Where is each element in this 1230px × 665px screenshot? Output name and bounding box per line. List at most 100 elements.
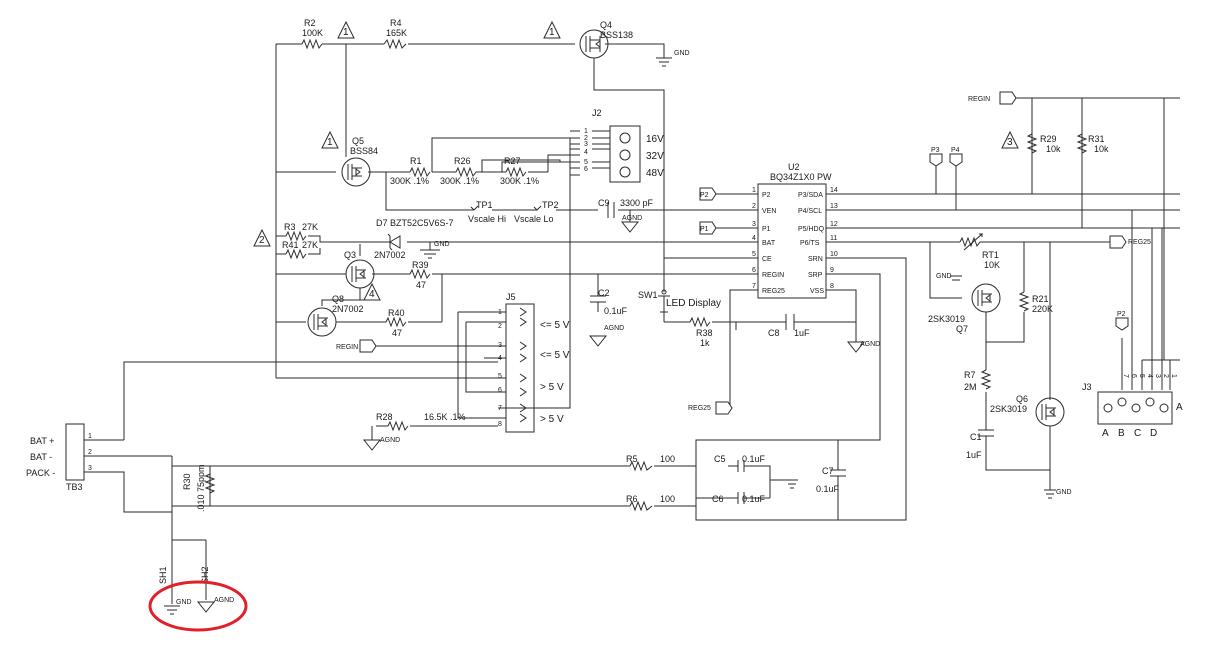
ground-symbols [164,57,1056,615]
sw1-value: LED Display [666,298,721,309]
agnd-c2: AGND [604,325,624,332]
p2-flag-j3: P2 [1117,311,1126,318]
tp2-label: Vscale Lo [514,214,554,224]
u2-pin-5-num: 5 [752,251,756,258]
r29-value: 10k [1046,144,1061,154]
c8-value: 1uF [794,328,810,338]
j5-pin-2: 2 [498,323,502,330]
u2-pin-6-name: REGIN [762,272,784,279]
j5-pin-1: 1 [498,309,502,316]
connector-symbols [65,91,1173,481]
q5-value: BSS84 [350,146,378,156]
j5-label-3: > 5 V [540,382,564,393]
u2-pin-13-num: 13 [830,203,838,210]
note-triangles [253,20,1019,301]
c6-value: 0.1uF [742,494,766,504]
r26-ref: R26 [454,156,471,166]
u2-pin-10-num: 10 [830,251,838,258]
note-3: 3 [1007,137,1013,148]
c6-ref: C6 [712,494,724,504]
agnd-c9: AGND [622,215,642,222]
u2-pin-8-name: VSS [810,288,824,295]
u2-pin-9-name: SRP [808,272,823,279]
sh2-ref: SH2 [200,566,210,584]
r40-ref: R40 [388,308,405,318]
r21-ref: R21 [1032,294,1049,304]
r29-ref: R29 [1040,134,1057,144]
note-4: 4 [369,289,375,300]
tb3-pack-minus: PACK - [26,468,55,478]
pin-numbers: 1 2 3 4 5 6 1 2 3 4 5 6 7 8 1 2 3 7 6 5 … [88,128,1177,472]
u2-pin-4-num: 4 [752,235,756,242]
u2-pin-5-name: CE [762,256,772,263]
agnd-sh2: AGND [214,597,234,604]
p4-flag: P4 [951,147,960,154]
highlight-ellipse [148,580,248,632]
u2-ref: U2 [788,162,800,172]
net-labels: GND GND AGND AGND AGND AGND GND AGND GND… [176,50,1151,606]
regin-flag-left: REGIN [336,344,358,351]
q3-ref: Q3 [344,250,356,260]
j3-pin-2: 2 [1162,374,1169,378]
r28-value: 16.5K .1% [424,412,466,422]
j3-edge-label: A [1176,402,1183,413]
p1-flag: P1 [700,226,709,233]
c7-ref: C7 [822,466,834,476]
r26-value: 300K .1% [440,176,479,186]
gnd-d7: GND [434,241,450,248]
u2-pin-8-num: 8 [830,283,834,290]
r41-value: 27K [302,240,318,250]
r21-value: 220K [1032,304,1053,314]
r7-value: 2M [964,382,977,392]
j3-label-a: A [1102,428,1109,439]
r4-value: 165K [386,28,407,38]
r38-value: 1k [700,338,710,348]
r31-value: 10k [1094,144,1109,154]
j2-pin-6: 6 [584,166,588,173]
j3-pin-5: 5 [1138,374,1145,378]
q7-value: 2SK3019 [928,314,965,324]
u2-pin-14-name: P3/SDA [798,192,823,199]
j5-pin-8: 8 [498,421,502,428]
r3-ref: R3 [284,222,296,232]
r27-value: 300K .1% [500,176,539,186]
r30-ref: R30 [182,473,192,490]
rt1-ref: RT1 [982,250,999,260]
p3-flag: P3 [931,147,940,154]
u2-pin-7-name: REG25 [762,288,785,295]
r6-ref: R6 [626,494,638,504]
resistor-symbols [204,38,1088,512]
u2-pin-11-name: P6/TS [800,240,820,247]
u2-pin-4-name: BAT [762,240,776,247]
r1-ref: R1 [410,156,422,166]
j2-label-16v: 16V [646,134,664,145]
d7-value: BZT52C5V6S-7 [390,218,454,228]
tb3-pin-3: 3 [88,465,92,472]
tb3-pin-1: 1 [88,433,92,440]
j3-pin-6: 6 [1130,374,1137,378]
j3-pin-7: 7 [1122,374,1129,378]
gnd-sh1: GND [176,599,192,606]
gnd-q7: GND [936,273,952,280]
agnd-r28: AGND [380,437,400,444]
j3-pin-4: 4 [1146,374,1153,378]
r30-value: .010 75ppm [196,464,206,512]
capacitor-symbols [590,202,994,504]
sw1-ref: SW1 [638,290,658,300]
r4-ref: R4 [390,18,402,28]
j5-pin-7: 7 [498,405,502,412]
r5-value: 100 [660,454,675,464]
u2-pin-12-num: 12 [830,221,838,228]
component-labels: R2 100K R4 165K Q4 BSS138 Q5 BSS84 R1 30… [66,18,1109,584]
c2-value: 0.1uF [604,306,628,316]
u2-value: BQ34Z1X0 PW [770,172,832,182]
gnd-q6: GND [1056,489,1072,496]
u2-pin-6-num: 6 [752,267,756,274]
r27-ref: R27 [504,156,521,166]
j3-label-b: B [1118,428,1125,439]
j2-ref: J2 [592,108,602,118]
r2-value: 100K [302,28,323,38]
j2-pin-5: 5 [584,159,588,166]
j5-pin-6: 6 [498,387,502,394]
c7-value: 0.1uF [816,484,840,494]
